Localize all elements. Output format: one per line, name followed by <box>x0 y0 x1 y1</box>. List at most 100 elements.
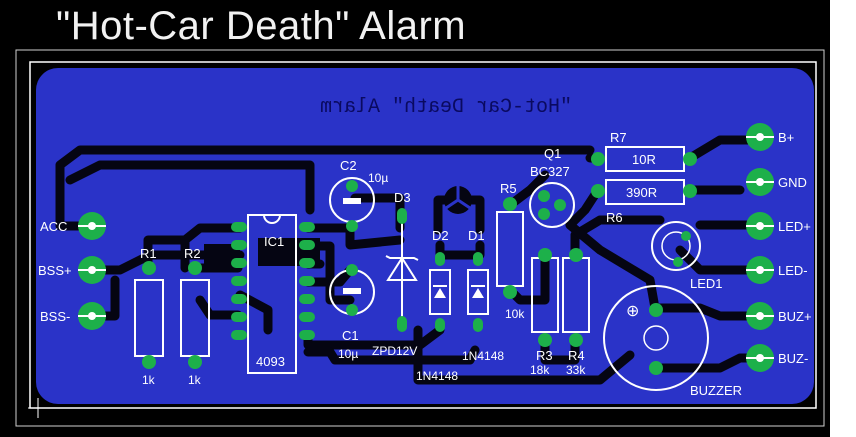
component-ref: D3 <box>394 190 411 205</box>
pad <box>346 304 358 316</box>
capacitor-c2: C2 10µ <box>329 158 388 232</box>
component-outline <box>603 285 709 391</box>
diode-d3: D3 ZPD12V <box>372 190 419 358</box>
page-title: "Hot-Car Death" Alarm <box>56 4 467 48</box>
pad <box>538 248 552 262</box>
pad <box>473 318 483 332</box>
connector-led-plus: LED+ <box>746 212 811 240</box>
mirrored-board-text: "Hot-Car Death" Alarm <box>320 96 572 119</box>
pad <box>346 180 358 192</box>
pad <box>188 355 202 369</box>
component-value: BC327 <box>530 164 570 179</box>
resistor-r7: R7 10R <box>591 130 697 172</box>
component-value: 1k <box>142 373 156 387</box>
connector-gnd: GND <box>746 168 807 196</box>
plus-icon: ⊕ <box>626 303 639 320</box>
diode-d2: D2 1N4148 <box>416 228 458 383</box>
buzzer-center <box>643 325 669 351</box>
pad <box>683 184 697 198</box>
component-value: 33k <box>566 363 586 377</box>
connector-buz-plus: BUZ+ <box>746 302 812 330</box>
connector-label: BSS- <box>40 309 70 324</box>
zener-bar <box>385 255 419 261</box>
connector-bss-minus: BSS- <box>40 302 106 330</box>
pad <box>503 197 517 211</box>
led-led1: LED1 <box>651 221 723 291</box>
window-edge <box>830 0 856 437</box>
board-outline <box>29 61 817 409</box>
diode-symbol <box>472 288 484 298</box>
pad <box>397 208 407 224</box>
component-value: 1N4148 <box>416 369 458 383</box>
pad <box>569 333 583 347</box>
component-ref: IC1 <box>264 234 284 249</box>
connector-label: LED+ <box>778 219 811 234</box>
ic-notch <box>263 214 281 224</box>
polarity-mark <box>343 198 361 204</box>
pad <box>435 252 445 266</box>
capacitor-c1: C1 10µ <box>329 264 375 361</box>
component-value: 10µ <box>368 171 388 185</box>
pad <box>591 184 605 198</box>
component-outline <box>651 221 701 271</box>
component-ref: R1 <box>140 246 157 261</box>
connector-acc: ACC <box>40 212 106 240</box>
component-value: 1k <box>188 373 202 387</box>
connector-label: LED- <box>778 263 808 278</box>
connector-buz-minus: BUZ- <box>746 344 808 372</box>
resistor-r3: R3 18k <box>530 248 559 377</box>
resistor-r2: R2 1k <box>180 246 210 387</box>
connector-label: BSS+ <box>38 263 72 278</box>
tri-hole-icon <box>444 186 472 214</box>
pad <box>346 220 358 232</box>
connector-label: BUZ+ <box>778 309 812 324</box>
connector-label: ACC <box>40 219 67 234</box>
transistor-q1: Q1 BC327 <box>529 146 575 228</box>
ic-pins <box>231 222 315 340</box>
connector-b-plus: B+ <box>746 123 794 151</box>
component-value: ZPD12V <box>372 344 417 358</box>
diode-d1: D1 1N4148 <box>462 228 504 363</box>
component-ref: R2 <box>184 246 201 261</box>
pad <box>554 199 566 211</box>
board-outer-frame <box>15 49 825 427</box>
pad <box>649 303 663 317</box>
connector-label: BUZ- <box>778 351 808 366</box>
component-ref: R3 <box>536 348 553 363</box>
pad <box>346 264 358 276</box>
connector-label: GND <box>778 175 807 190</box>
right-connectors: B+ GND LED+ LED- <box>746 123 812 372</box>
connector-bss-plus: BSS+ <box>38 256 106 284</box>
pad <box>569 248 583 262</box>
resistor-r4: R4 33k <box>562 248 590 377</box>
pad <box>649 361 663 375</box>
component-ref: C2 <box>340 158 357 173</box>
pad <box>142 355 156 369</box>
pad <box>142 261 156 275</box>
component-ref: BUZZER <box>690 383 742 398</box>
component-ref: R6 <box>606 210 623 225</box>
component-value: 10R <box>632 152 656 167</box>
buzzer: ⊕ BUZZER <box>603 285 742 398</box>
origin-crosshair-icon <box>28 398 48 418</box>
connector-led-minus: LED- <box>746 256 808 284</box>
polarity-mark <box>343 288 361 294</box>
component-ref: LED1 <box>690 276 723 291</box>
pad <box>473 252 483 266</box>
pad <box>538 333 552 347</box>
pad <box>188 261 202 275</box>
resistor-r1: R1 1k <box>134 246 164 387</box>
component-outline <box>429 269 451 315</box>
component-ref: D2 <box>432 228 449 243</box>
ic-ic1: IC1 4093 <box>231 214 315 374</box>
copper-pour-block <box>204 244 240 266</box>
hole-spokes <box>445 186 471 210</box>
pad <box>503 285 517 299</box>
pad <box>538 208 550 220</box>
component-outline <box>467 269 489 315</box>
pad <box>591 152 605 166</box>
component-value: 10µ <box>338 347 358 361</box>
ic-outline <box>247 214 297 374</box>
